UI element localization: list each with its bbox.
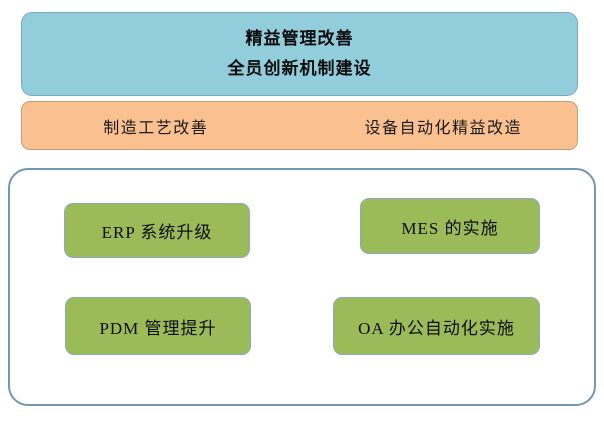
second-banner-orange: 制造工艺改善 设备自动化精益改造 <box>21 101 578 150</box>
top-banner-blue: 精益管理改善 全员创新机制建设 <box>21 12 578 96</box>
item-box-mes: MES 的实施 <box>360 198 540 254</box>
item-box-pdm: PDM 管理提升 <box>65 297 251 355</box>
top-banner-line-2: 全员创新机制建设 <box>227 59 372 78</box>
item-box-erp: ERP 系统升级 <box>64 203 250 258</box>
item-box-oa: OA 办公自动化实施 <box>333 297 540 355</box>
second-banner-item-manufacturing: 制造工艺改善 <box>103 119 209 137</box>
second-banner-item-automation: 设备自动化精益改造 <box>364 119 522 137</box>
top-banner-line-1: 精益管理改善 <box>245 29 354 49</box>
